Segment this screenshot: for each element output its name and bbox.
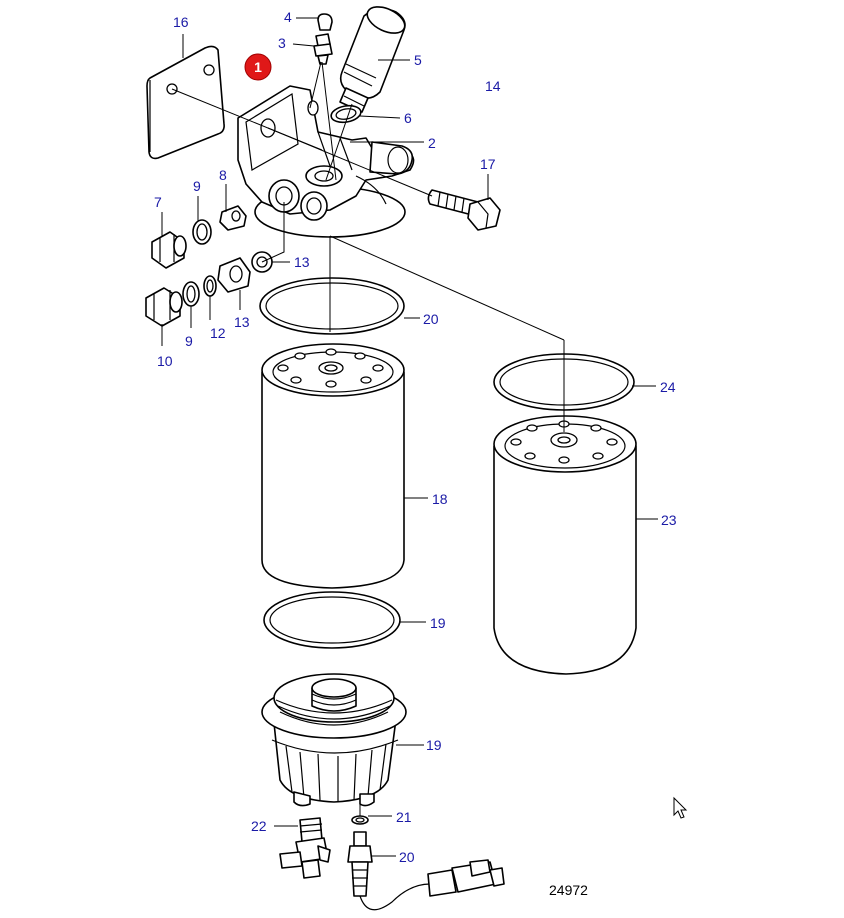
callout-5: 5 [414, 52, 422, 68]
part-10-plug [145, 287, 183, 327]
callout-11: 12 [210, 325, 226, 341]
callout-13-lower: 13 [294, 254, 310, 270]
part-2-filter-head [237, 85, 415, 238]
callout-14: 16 [173, 14, 189, 30]
callout-3: 3 [278, 35, 286, 51]
part-8-fitting [219, 205, 247, 231]
part-22-drain-valve [279, 817, 331, 879]
part-14-plate [146, 45, 225, 160]
part-17-seal-ring [263, 591, 401, 649]
callout-9-upper: 9 [193, 178, 201, 194]
callout-22: 22 [251, 818, 267, 834]
part-16-fuel-filter [261, 343, 405, 589]
warning-badge: 1 [244, 53, 272, 81]
callout-8: 8 [219, 167, 227, 183]
callout-6: 6 [404, 110, 412, 126]
reference-number: 24972 [549, 882, 588, 898]
callout-16: 18 [432, 491, 448, 507]
part-4-cap [317, 13, 333, 31]
callout-15: 17 [480, 156, 496, 172]
callout-7: 7 [154, 194, 162, 210]
callout-21: 21 [396, 809, 412, 825]
callout-4: 4 [284, 9, 292, 25]
callout-23: 23 [661, 512, 677, 528]
callout-10: 10 [157, 353, 173, 369]
part-15-bolt [427, 189, 501, 231]
callout-12: 13 [234, 314, 250, 330]
callout-24: 24 [660, 379, 676, 395]
part-6-o-ring [330, 104, 362, 124]
mouse-cursor-icon [673, 796, 688, 819]
part-23-fuel-filter [493, 415, 637, 675]
badge-text: 1 [254, 59, 262, 75]
callout-18: 20 [423, 311, 439, 327]
callout-20: 20 [399, 849, 415, 865]
part-18-seal-ring [259, 277, 405, 335]
callout-2: 2 [428, 135, 436, 151]
callout-labels: 16 4 3 5 14 6 2 17 9 8 7 13 13 12 9 10 2… [154, 9, 677, 865]
part-9-washer-upper [192, 219, 212, 245]
part-19-separator-bowl [261, 673, 407, 807]
part-7-plug [151, 231, 187, 269]
callout-19: 19 [426, 737, 442, 753]
part-11-washer [203, 275, 217, 297]
part-21-o-ring [351, 815, 369, 825]
part-3-bleed-nipple [313, 33, 333, 65]
callout-13-top: 14 [485, 78, 501, 94]
part-9-washer-lower [182, 281, 200, 307]
callout-9-lower: 9 [185, 333, 193, 349]
callout-17: 19 [430, 615, 446, 631]
part-5-primer-pump [339, 6, 406, 113]
leader-lines [161, 17, 658, 857]
part-20-water-sensor [347, 831, 505, 911]
part-12-fitting [217, 257, 251, 293]
